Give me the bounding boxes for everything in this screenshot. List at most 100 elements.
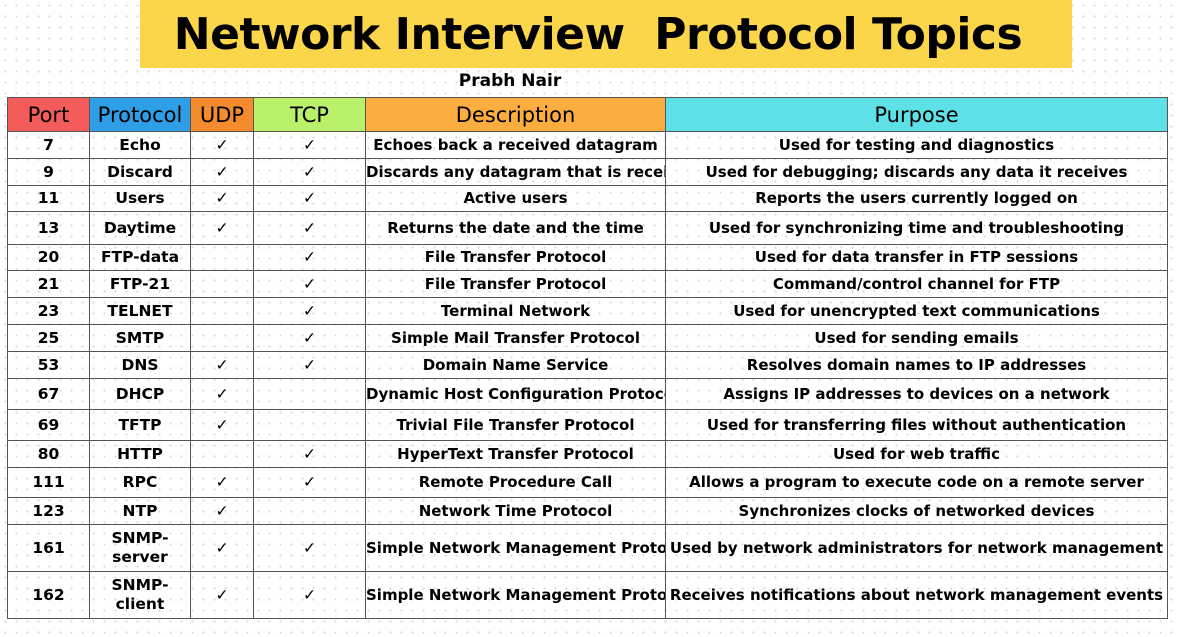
udp-cell: ✓ xyxy=(190,351,254,379)
purpose-cell: Command/control channel for FTP xyxy=(665,270,1168,298)
header-purpose: Purpose xyxy=(665,97,1168,132)
port-cell: 20 xyxy=(7,244,90,271)
protocol-cell: SNMP-client xyxy=(89,571,191,619)
protocol-cell: Echo xyxy=(89,131,191,159)
description-cell: Simple Network Management Protocol xyxy=(365,571,666,619)
udp-check-icon: ✓ xyxy=(215,355,229,374)
protocol-cell: FTP-data xyxy=(89,244,191,271)
purpose-cell: Used for synchronizing time and troubles… xyxy=(665,211,1168,245)
udp-cell: ✓ xyxy=(190,409,254,441)
purpose-cell: Used for transferring files without auth… xyxy=(665,409,1168,441)
udp-cell xyxy=(190,297,254,325)
purpose-cell: Used for testing and diagnostics xyxy=(665,131,1168,159)
protocol-cell: FTP-21 xyxy=(89,270,191,298)
port-cell: 9 xyxy=(7,158,90,186)
udp-cell: ✓ xyxy=(190,524,254,572)
tcp-cell xyxy=(253,409,366,441)
purpose-cell: Allows a program to execute code on a re… xyxy=(665,467,1168,498)
tcp-check-icon: ✓ xyxy=(303,355,316,374)
tcp-check-icon: ✓ xyxy=(303,189,316,207)
port-cell: 69 xyxy=(7,409,90,441)
header-port: Port xyxy=(7,97,90,132)
table-header-row: Port Protocol UDP TCP Description Purpos… xyxy=(7,97,1168,132)
udp-check-icon: ✓ xyxy=(215,218,229,237)
port-cell: 162 xyxy=(7,571,90,619)
port-cell: 11 xyxy=(7,185,90,212)
udp-check-icon: ✓ xyxy=(215,135,229,154)
protocol-cell: HTTP xyxy=(89,440,191,468)
port-protocol-table: Port Protocol UDP TCP Description Purpos… xyxy=(7,97,1168,619)
description-cell: Dynamic Host Configuration Protocol xyxy=(365,378,666,410)
description-cell: File Transfer Protocol xyxy=(365,244,666,271)
udp-cell: ✓ xyxy=(190,571,254,619)
udp-check-icon: ✓ xyxy=(215,162,229,181)
port-cell: 23 xyxy=(7,297,90,325)
description-cell: Simple Network Management Protocol xyxy=(365,524,666,572)
purpose-cell: Used for debugging; discards any data it… xyxy=(665,158,1168,186)
tcp-cell xyxy=(253,497,366,525)
purpose-cell: Assigns IP addresses to devices on a net… xyxy=(665,378,1168,410)
purpose-cell: Resolves domain names to IP addresses xyxy=(665,351,1168,379)
udp-cell xyxy=(190,440,254,468)
udp-cell xyxy=(190,324,254,352)
tcp-cell: ✓ xyxy=(253,571,366,619)
port-cell: 67 xyxy=(7,378,90,410)
protocol-cell: DHCP xyxy=(89,378,191,410)
header-tcp: TCP xyxy=(253,97,366,132)
purpose-cell: Used for web traffic xyxy=(665,440,1168,468)
udp-cell xyxy=(190,244,254,271)
description-cell: Trivial File Transfer Protocol xyxy=(365,409,666,441)
tcp-check-icon: ✓ xyxy=(303,135,316,154)
udp-check-icon: ✓ xyxy=(215,501,229,520)
tcp-cell: ✓ xyxy=(253,185,366,212)
page-title: Network Interview Protocol Topics xyxy=(173,8,1023,60)
tcp-cell: ✓ xyxy=(253,467,366,498)
tcp-cell: ✓ xyxy=(253,244,366,271)
protocol-cell: RPC xyxy=(89,467,191,498)
tcp-check-icon: ✓ xyxy=(303,585,316,604)
tcp-check-icon: ✓ xyxy=(303,473,316,491)
description-cell: Network Time Protocol xyxy=(365,497,666,525)
description-cell: File Transfer Protocol xyxy=(365,270,666,298)
tcp-check-icon: ✓ xyxy=(303,444,316,463)
protocol-cell: DNS xyxy=(89,351,191,379)
udp-cell: ✓ xyxy=(190,131,254,159)
port-cell: 53 xyxy=(7,351,90,379)
udp-cell: ✓ xyxy=(190,158,254,186)
purpose-cell: Receives notifications about network man… xyxy=(665,571,1168,619)
tcp-cell xyxy=(253,378,366,410)
protocol-cell: Daytime xyxy=(89,211,191,245)
udp-check-icon: ✓ xyxy=(215,585,229,604)
description-cell: Remote Procedure Call xyxy=(365,467,666,498)
port-cell: 25 xyxy=(7,324,90,352)
protocol-cell: Users xyxy=(89,185,191,212)
tcp-cell: ✓ xyxy=(253,131,366,159)
tcp-cell: ✓ xyxy=(253,211,366,245)
udp-check-icon: ✓ xyxy=(215,473,229,491)
purpose-cell: Reports the users currently logged on xyxy=(665,185,1168,212)
description-cell: Returns the date and the time xyxy=(365,211,666,245)
header-description: Description xyxy=(365,97,666,132)
port-cell: 111 xyxy=(7,467,90,498)
port-cell: 7 xyxy=(7,131,90,159)
udp-cell xyxy=(190,270,254,298)
tcp-check-icon: ✓ xyxy=(303,328,316,347)
protocol-cell: TELNET xyxy=(89,297,191,325)
description-cell: Active users xyxy=(365,185,666,212)
udp-cell: ✓ xyxy=(190,211,254,245)
description-cell: Terminal Network xyxy=(365,297,666,325)
port-cell: 80 xyxy=(7,440,90,468)
tcp-cell: ✓ xyxy=(253,297,366,325)
purpose-cell: Used for data transfer in FTP sessions xyxy=(665,244,1168,271)
purpose-cell: Used by network administrators for netwo… xyxy=(665,524,1168,572)
udp-check-icon: ✓ xyxy=(215,384,229,403)
